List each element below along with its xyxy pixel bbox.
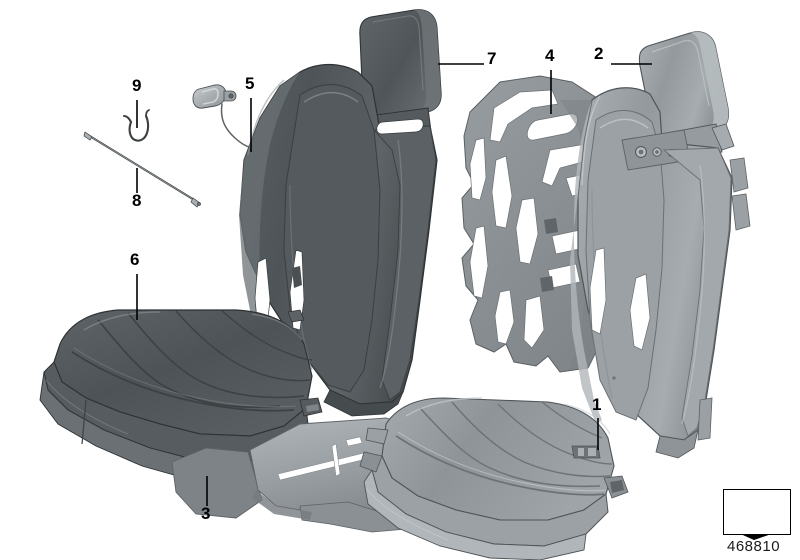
part-2-backrest-foam-pad-right — [570, 31, 751, 459]
callout-3: 3 — [201, 504, 211, 523]
part-9-retaining-clip — [122, 109, 150, 142]
callout-9: 9 — [132, 76, 142, 95]
callout-5: 5 — [245, 74, 255, 93]
callout-2: 2 — [594, 44, 604, 63]
callout-8: 8 — [132, 191, 142, 210]
diagram-id-number: 468810 — [727, 538, 781, 555]
callout-1: 1 — [592, 395, 602, 414]
callout-4: 4 — [545, 46, 555, 65]
orientation-icon-box — [723, 489, 791, 535]
callout-6: 6 — [130, 250, 140, 269]
callout-7: 7 — [487, 49, 497, 68]
part-7-backrest-cover-left — [239, 9, 442, 417]
part-1-seat-cushion-foam-right — [359, 397, 629, 560]
leader-lines — [136, 63, 652, 506]
part-8-tension-rod — [83, 131, 201, 208]
